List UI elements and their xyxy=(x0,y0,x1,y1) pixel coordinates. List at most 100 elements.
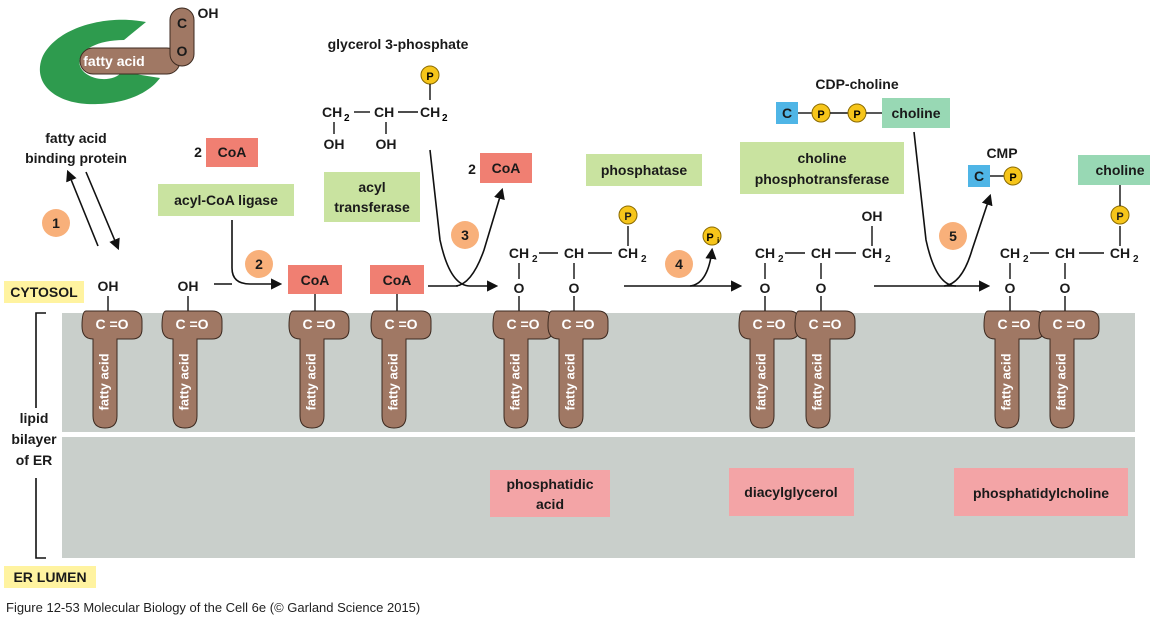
free-fatty-acid-2-label: fatty acid xyxy=(176,353,191,410)
phosphatidic-acid-chain-2-tail xyxy=(547,310,609,429)
cdp-cytidine xyxy=(776,102,798,124)
step-2-circle xyxy=(245,250,273,278)
phosphatidic-acid-chain-1: C =O fatty acid xyxy=(492,310,554,429)
lipid-bilayer-label-2: bilayer xyxy=(11,431,57,447)
cmp-molecule: C P xyxy=(968,165,1023,187)
step2-coa-count: 2 xyxy=(194,144,202,160)
acyl-transferase-label-2: transferase xyxy=(334,199,410,215)
phosphatidylcholine-chain-2-tail xyxy=(1038,310,1100,429)
glycerol-3-phosphate-label: glycerol 3-phosphate xyxy=(328,36,469,52)
phosphatidylcholine-ch2-right: CH xyxy=(1110,245,1130,261)
phosphatidic-acid-phosphate xyxy=(618,205,638,225)
cdp-choline-head-label: choline xyxy=(891,105,940,121)
step4-pi-branch xyxy=(689,247,717,287)
free-fatty-acid-1-carbonyl: C =O xyxy=(95,316,128,332)
phosphatidylcholine-box xyxy=(954,468,1128,516)
step2-coa-label: CoA xyxy=(218,144,247,160)
phosphatidic-acid-ch2-right-sub: 2 xyxy=(641,254,647,265)
diacylglycerol-chain-1: C =O fatty acid xyxy=(738,310,800,429)
phosphatidylcholine-chain-1-carbonyl: C =O xyxy=(997,316,1030,332)
bound-fatty-acid: fatty acid C O OH xyxy=(79,5,219,75)
diacylglycerol-label: diacylglycerol xyxy=(744,484,837,500)
step-4-circle xyxy=(665,250,693,278)
step-5-number: 5 xyxy=(949,228,957,244)
diacylglycerol-ch2-right-sub: 2 xyxy=(885,254,891,265)
lipid-bilayer-label-1: lipid xyxy=(20,410,49,426)
g3p-ch2-right-sub: 2 xyxy=(442,113,448,124)
step-4-number: 4 xyxy=(675,256,683,272)
choline-phosphotransferase-box xyxy=(740,142,904,194)
phosphatidylcholine-ch2-right-sub: 2 xyxy=(1133,254,1139,265)
fatty-acid-binding-protein xyxy=(39,19,160,105)
er-lumen-label-bg xyxy=(4,566,96,588)
bound-oxygen: O xyxy=(177,43,188,59)
phosphatase-label: phosphatase xyxy=(601,162,688,178)
step-3-circle xyxy=(451,221,479,249)
step3-arrow-in xyxy=(429,149,499,292)
phosphatidic-acid-box xyxy=(490,470,610,517)
g3p-ch2-right: CH xyxy=(420,104,440,120)
inorganic-phosphate-label: P xyxy=(706,232,713,244)
step-2-number: 2 xyxy=(255,256,263,272)
cytosol-label: CYTOSOL xyxy=(10,284,78,300)
lipid-bilayer-label-bg xyxy=(12,408,56,478)
acyl-transferase-label-1: acyl xyxy=(358,179,385,195)
phosphatidic-acid-phosphate-label: P xyxy=(624,211,631,223)
diacylglycerol-chain-1-label: fatty acid xyxy=(753,353,768,410)
cdp-phosphate-2-label: P xyxy=(853,109,860,121)
figure-caption: Figure 12-53 Molecular Biology of the Ce… xyxy=(6,600,420,615)
diacylglycerol-chain-2-tail xyxy=(794,310,856,429)
free-fatty-acid-1-tail xyxy=(81,310,143,429)
lipid-bilayer-label-3: of ER xyxy=(16,452,53,468)
acyl-coa-2-coa-box xyxy=(370,265,424,294)
cmp-label: CMP xyxy=(986,145,1017,161)
phosphatidic-acid-chain-1-label: fatty acid xyxy=(507,353,522,410)
phosphatidylcholine-head-label: choline xyxy=(1095,162,1144,178)
step3-coa-label: CoA xyxy=(492,160,521,176)
phosphatidic-acid-ester-o2: O xyxy=(569,280,580,296)
phosphatidylcholine-ch2-left: CH xyxy=(1000,245,1020,261)
cmp-phosphate xyxy=(1003,166,1023,186)
free-fatty-acid-1: C =O fatty acid xyxy=(81,310,143,429)
g3p-ch-mid: CH xyxy=(374,104,394,120)
fatty-acid-binding-protein-label-2: binding protein xyxy=(25,150,127,166)
phosphatidic-acid-chain-1-carbonyl: C =O xyxy=(506,316,539,332)
cmp-cytidine xyxy=(968,165,990,187)
phosphatidylcholine-ch: CH xyxy=(1055,245,1075,261)
diacylglycerol-ch2-right: CH xyxy=(862,245,882,261)
diacylglycerol-ch: CH xyxy=(811,245,831,261)
phosphatidic-acid-ch2-right: CH xyxy=(618,245,638,261)
phosphatidylcholine-chain-1: C =O fatty acid xyxy=(983,310,1045,429)
step5-arrow-out xyxy=(943,193,993,287)
diacylglycerol-ester-o2: O xyxy=(816,280,827,296)
phosphatidic-acid-label-2: acid xyxy=(536,496,564,512)
phosphatidylcholine-label: phosphatidylcholine xyxy=(973,485,1109,501)
step5-arrow-in xyxy=(913,131,957,287)
free-fatty-acid-1-label: fatty acid xyxy=(96,353,111,410)
free-fatty-acid-2-carbonyl: C =O xyxy=(175,316,208,332)
phosphatidylcholine-head xyxy=(1078,155,1150,185)
acyl-coa-2-tail xyxy=(370,310,432,429)
inorganic-phosphate xyxy=(702,226,722,246)
cdp-choline-molecule: C P P choline xyxy=(776,98,950,128)
bound-hydroxyl: OH xyxy=(198,5,219,21)
cdp-phosphate-1-label: P xyxy=(817,109,824,121)
free-fatty-acid-2: C =O fatty acid xyxy=(161,310,223,429)
step2-coa-box xyxy=(206,138,258,167)
step-3-number: 3 xyxy=(461,227,469,243)
acyl-coa-1-tail xyxy=(288,310,350,429)
step-1-number: 1 xyxy=(52,215,60,231)
phosphatidic-acid-ch2-left: CH xyxy=(509,245,529,261)
diacylglycerol-chain-1-carbonyl: C =O xyxy=(752,316,785,332)
free-fatty-acid-1-hydroxyl: OH xyxy=(98,278,119,294)
bound-carbon: C xyxy=(177,15,187,31)
diacylglycerol-chain-2-carbonyl: C =O xyxy=(808,316,841,332)
phosphatidylcholine-chain-1-label: fatty acid xyxy=(998,353,1013,410)
cdp-choline-label: CDP-choline xyxy=(815,76,898,92)
phosphatidic-acid-ch: CH xyxy=(564,245,584,261)
phosphatidic-acid-ch2-left-sub: 2 xyxy=(532,254,538,265)
step1-arrow-down xyxy=(85,171,120,251)
